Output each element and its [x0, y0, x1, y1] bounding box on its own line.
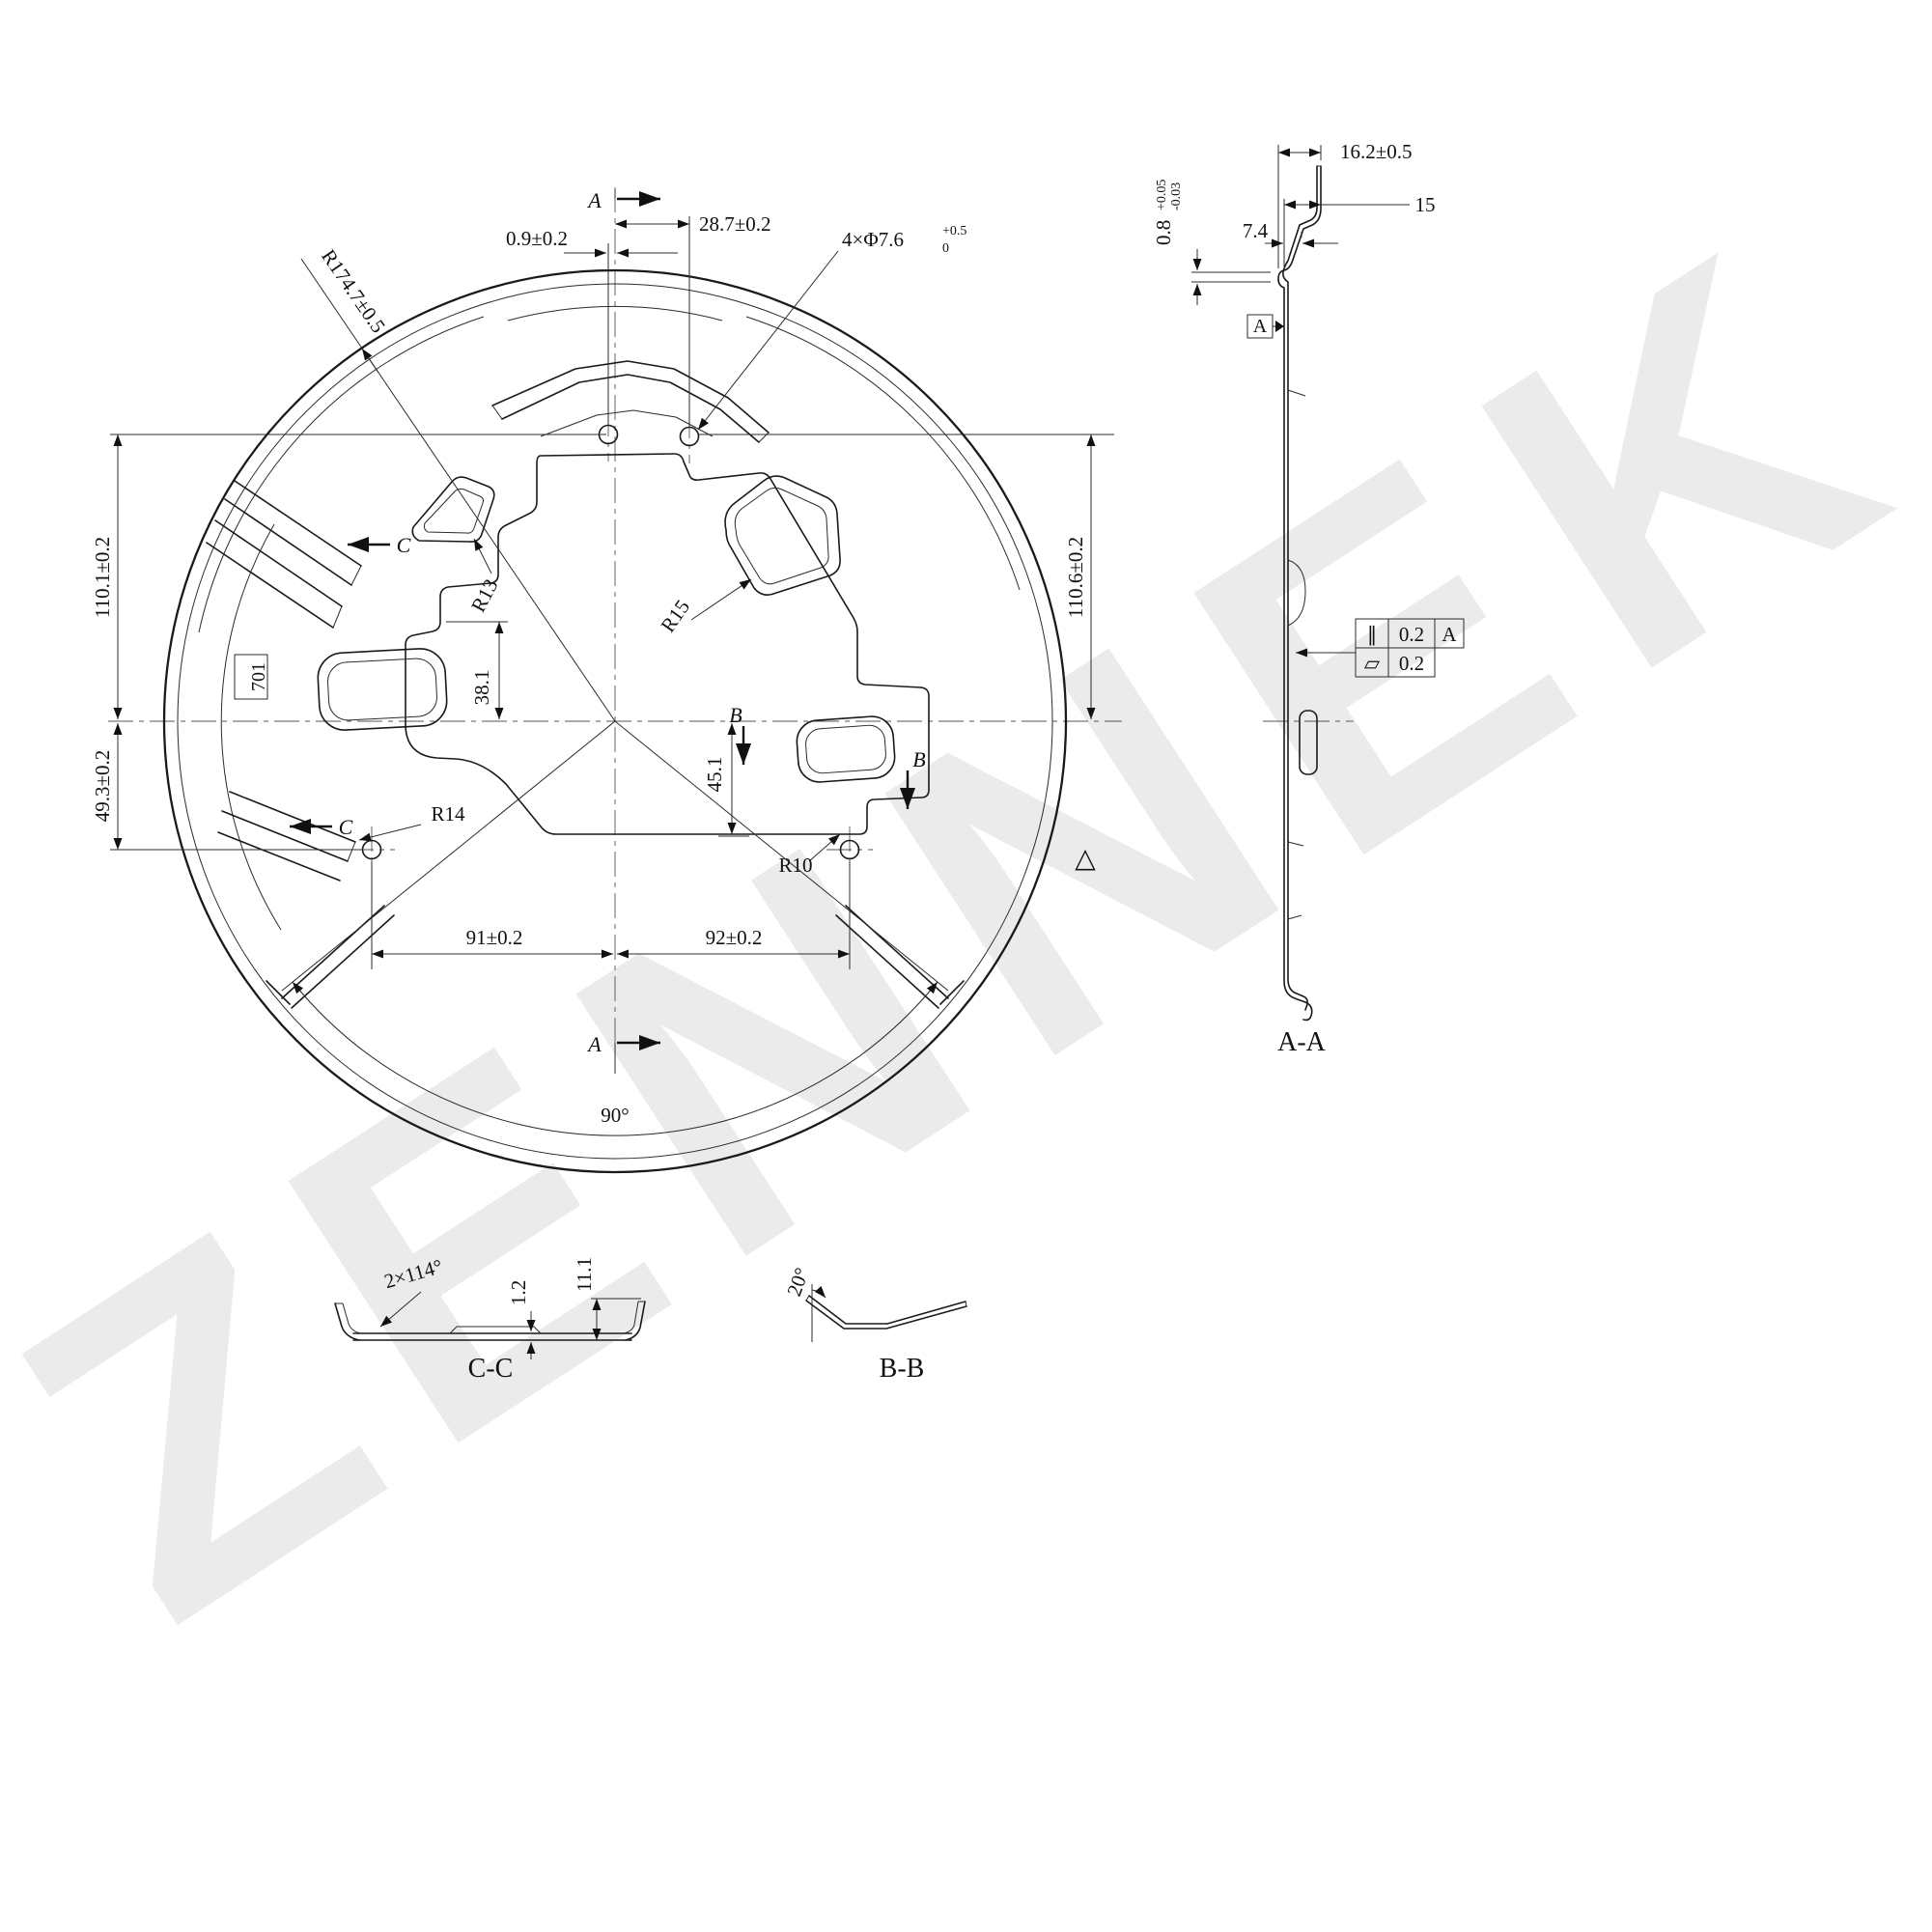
dim-radius: R174.7±0.5 — [317, 245, 390, 337]
dim-20deg: 20° — [782, 1265, 814, 1300]
parallelism-icon: ∥ — [1367, 623, 1378, 646]
cut-label-b-2: B — [912, 747, 925, 771]
dim-38-1: 38.1 — [470, 670, 493, 706]
dim-1-2: 1.2 — [507, 1280, 530, 1305]
flatness-value: 0.2 — [1399, 652, 1424, 675]
dim-45-1: 45.1 — [703, 757, 726, 793]
mounting-hole — [679, 426, 700, 447]
side-dimensions: 16.2±0.5 15 7.4 0.8 +0.05 -0.03 — [1152, 140, 1436, 305]
section-bb: 20° B-B — [782, 1265, 967, 1384]
feature-control-frame: ∥ 0.2 A ▱ 0.2 — [1296, 618, 1465, 678]
dim-7-4: 7.4 — [1243, 219, 1269, 242]
left-slot-cutout — [317, 648, 448, 731]
section-cc-title: C-C — [468, 1354, 514, 1384]
datum-triangle — [1275, 321, 1284, 332]
parallelism-value: 0.2 — [1399, 623, 1424, 646]
dim-holes-tol-dn: 0 — [942, 241, 949, 256]
section-cc: 2×114° 1.2 11.1 C-C — [334, 1254, 646, 1384]
dim-holes-tol-up: +0.5 — [942, 224, 966, 238]
bb-profile — [805, 1295, 967, 1330]
main-view: 701 △ 0.9±0.2 28.7±0.2 4×Φ7.6 +0.5 0 — [91, 187, 1122, 1174]
parallelism-datum: A — [1442, 623, 1457, 646]
dim-110-1: 110.1±0.2 — [91, 537, 114, 618]
dim-11-1: 11.1 — [573, 1257, 596, 1292]
cc-dimensions: 2×114° 1.2 11.1 — [379, 1254, 641, 1359]
section-cut-marks: A A B B C C — [290, 188, 926, 1074]
dim-holes: 4×Φ7.6 — [842, 228, 904, 251]
dim-r14: R14 — [431, 802, 465, 826]
right-slot-cutout — [796, 715, 896, 783]
dim-r15: R15 — [656, 596, 694, 636]
cut-label-c-1: C — [397, 533, 411, 557]
dim-r13: R13 — [466, 575, 503, 616]
dim-28-7: 28.7±0.2 — [699, 212, 771, 236]
mounting-hole — [839, 839, 860, 860]
dim-110-6: 110.6±0.2 — [1064, 537, 1087, 618]
mounting-hole — [361, 839, 382, 860]
dimensions: 0.9±0.2 28.7±0.2 4×Φ7.6 +0.5 0 R174.7±0.… — [91, 212, 1114, 1136]
stamp-701: 701 — [234, 654, 269, 700]
cc-profile — [334, 1301, 646, 1341]
flatness-icon: ▱ — [1364, 652, 1381, 675]
dim-90deg: 90° — [601, 1104, 629, 1127]
side-view-title: A-A — [1277, 1027, 1327, 1057]
triangle-cutout — [411, 476, 495, 543]
dim-92: 92±0.2 — [706, 926, 763, 949]
dim-0-8-tol-up: +0.05 — [1155, 180, 1169, 210]
side-view: A 16.2±0.5 15 7.4 — [1152, 140, 1465, 1057]
dim-0-9: 0.9±0.2 — [506, 227, 568, 250]
side-profile — [1277, 165, 1322, 1022]
outer-circle — [162, 268, 1068, 1174]
cut-label-a-top: A — [586, 188, 602, 212]
dim-0-8: 0.8 — [1152, 220, 1175, 245]
section-bb-title: B-B — [880, 1354, 925, 1384]
stamp-text: 701 — [248, 662, 269, 691]
dim-2x114: 2×114° — [381, 1254, 445, 1293]
datum-label: A — [1253, 316, 1268, 337]
dim-49-3: 49.3±0.2 — [91, 750, 114, 823]
cut-label-b-1: B — [729, 703, 742, 727]
centerlines — [108, 187, 1122, 1074]
datum-flag: A — [1246, 314, 1284, 339]
dim-15: 15 — [1415, 193, 1436, 216]
dim-r10: R10 — [778, 854, 812, 877]
cut-label-a-bottom: A — [586, 1032, 602, 1056]
cut-label-c-2: C — [339, 815, 353, 839]
center-opening — [405, 453, 930, 835]
dim-0-8-tol-dn: -0.03 — [1169, 182, 1184, 210]
triangle-mark-icon: △ — [1075, 844, 1096, 874]
pentagon-cutout — [724, 475, 841, 596]
dim-16-2: 16.2±0.5 — [1340, 140, 1413, 163]
dim-91: 91±0.2 — [466, 926, 523, 949]
